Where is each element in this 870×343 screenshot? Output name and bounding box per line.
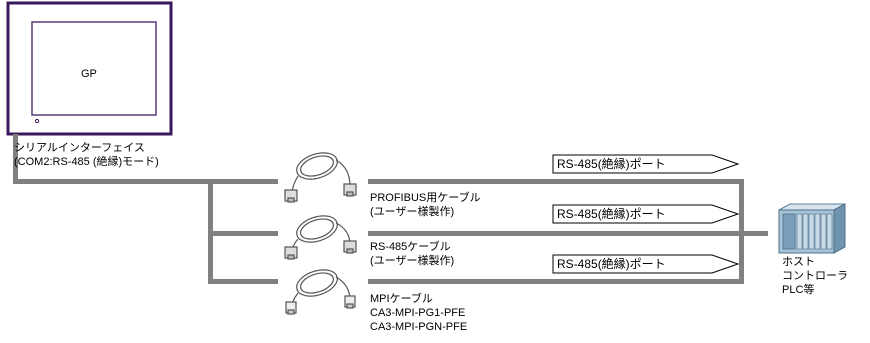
interface-label-line1: シリアルインターフェイス	[14, 142, 145, 154]
cable-3-line1: MPIケーブル	[370, 293, 433, 305]
cable-1-line2: (ユーザー様製作)	[370, 206, 455, 218]
port-arrow-3	[552, 254, 740, 274]
wire-branch-2	[208, 231, 278, 236]
port-arrow-2	[552, 204, 740, 224]
host-label-line1: ホスト	[782, 256, 815, 268]
wire-main-bus	[13, 179, 278, 184]
wiring	[13, 134, 768, 284]
gp-screen	[31, 21, 157, 116]
wire-branch-3	[208, 279, 278, 284]
cable-icon-2	[284, 215, 357, 260]
wire-run-1	[368, 179, 743, 184]
interface-label-line2: (COM2:RS-485 (絶縁)モード)	[14, 156, 159, 168]
cable-2-line2: (ユーザー様製作)	[370, 255, 455, 267]
cable-icon-3	[285, 269, 356, 315]
cable-2-line1: RS-485ケーブル	[370, 241, 451, 253]
host-label-line2: コントローラ	[782, 270, 848, 282]
port-label-2: RS-485(絶縁)ポート	[557, 207, 666, 221]
gp-label: GP	[81, 68, 97, 80]
host-label-line3: PLC等	[782, 284, 815, 296]
cable-3-line2: CA3-MPI-PG1-PFE	[370, 307, 466, 319]
port-label-1: RS-485(絶縁)ポート	[557, 157, 666, 171]
wire-run-2	[368, 231, 768, 236]
gp-unit	[6, 1, 173, 136]
cable-icon-1	[284, 152, 357, 203]
wire-host-vertical	[739, 179, 744, 284]
cable-1-line1: PROFIBUS用ケーブル	[370, 192, 481, 204]
port-arrows	[552, 154, 740, 274]
port-arrow-1	[552, 154, 740, 174]
gp-indicator-icon	[34, 118, 40, 124]
wire-run-3	[368, 279, 743, 284]
port-label-3: RS-485(絶縁)ポート	[557, 257, 666, 271]
plc-icon	[778, 203, 846, 254]
wire-gp-drop	[13, 134, 18, 184]
cable-3-line3: CA3-MPI-PGN-PFE	[370, 321, 468, 333]
